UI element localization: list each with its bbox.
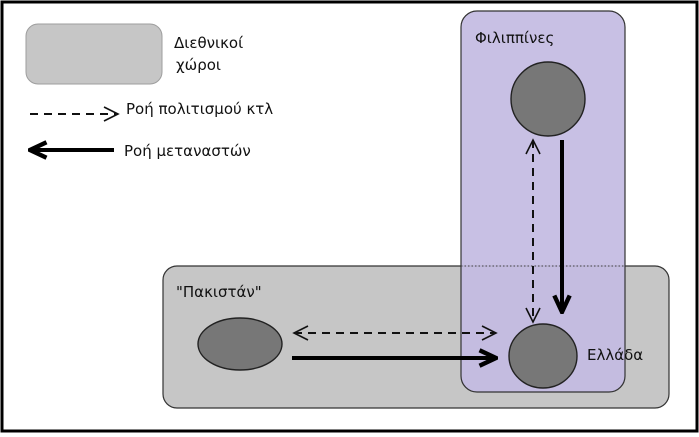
philippines-node (510, 61, 586, 137)
legend-zone-label-line2: χώροι (176, 56, 221, 74)
legend-migrant-flow-label: Ροή μεταναστών (124, 142, 251, 160)
pakistan-label: "Πακιστάν" (176, 283, 262, 301)
pakistan-node (197, 317, 283, 371)
greece-node (508, 323, 578, 389)
greece-label: Ελλάδα (587, 346, 643, 364)
legend-zone-label-line1: Διεθνικοί (174, 34, 243, 52)
legend-zone-swatch (25, 23, 163, 85)
philippines-label: Φιλιππίνες (475, 29, 554, 47)
legend-culture-flow-label: Ροή πολιτισμού κτλ (126, 100, 273, 118)
